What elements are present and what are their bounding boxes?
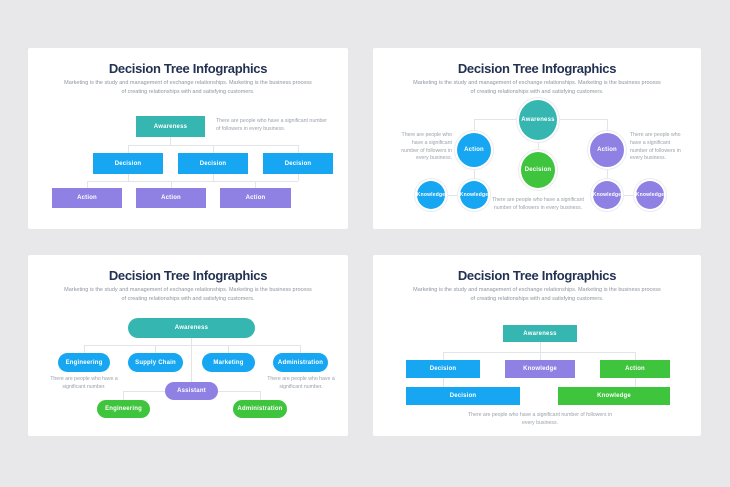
node-decision: Decision [521, 152, 555, 188]
node-action-right: Action [590, 133, 624, 167]
node-action-1: Action [52, 188, 122, 208]
slide-4-card[interactable]: Decision Tree Infographics Marketing is … [373, 255, 701, 436]
connector-line [87, 181, 88, 188]
connector-line [300, 345, 301, 353]
connector-line [128, 174, 129, 181]
connector-line [128, 145, 129, 153]
connector-line [474, 119, 475, 133]
connector-line [444, 195, 461, 196]
connector-line [123, 391, 124, 400]
note-text: There are people who have a significant … [630, 132, 681, 162]
slide-subtitle: Marketing is the study and management of… [64, 80, 312, 95]
note-text: There are people who have a significant … [50, 376, 118, 390]
connector-line [635, 352, 636, 360]
connector-line [298, 174, 299, 181]
slide-title: Decision Tree Infographics [108, 61, 268, 76]
connector-line [171, 181, 172, 188]
connector-line [298, 145, 299, 153]
node-knowledge-wide: Knowledge [558, 387, 670, 405]
node-awareness: Awareness [503, 325, 577, 342]
note-text: There are people who have a significant … [492, 197, 584, 211]
slide-title: Decision Tree Infographics [108, 268, 268, 283]
slide-1-card[interactable]: Decision Tree Infographics Marketing is … [28, 48, 348, 229]
slide-title: Decision Tree Infographics [457, 268, 617, 283]
node-knowledge-left-1: Knowledge [417, 181, 445, 209]
slide-subtitle: Marketing is the study and management of… [413, 287, 661, 302]
connector-line [607, 119, 608, 133]
note-text: There are people who have a significant … [401, 132, 452, 162]
connector-line [443, 378, 444, 387]
node-knowledge: Knowledge [505, 360, 575, 378]
connector-line [260, 391, 261, 400]
connector-line [540, 352, 541, 360]
node-knowledge-right-2: Knowledge [636, 181, 664, 209]
connector-line [155, 345, 156, 353]
connector-line [84, 345, 85, 353]
connector-line [170, 137, 171, 145]
node-decision-3: Decision [263, 153, 333, 174]
note-text: There are people who have a significant … [267, 376, 335, 390]
connector-line [443, 352, 635, 353]
connector-line [255, 181, 256, 188]
node-administration-green: Administration [233, 400, 287, 418]
slide-subtitle: Marketing is the study and management of… [64, 287, 312, 302]
node-awareness: Awareness [519, 100, 557, 140]
node-decision-2: Decision [178, 153, 248, 174]
node-engineering-green: Engineering [97, 400, 150, 418]
node-knowledge-right-1: Knowledge [593, 181, 621, 209]
connector-line [213, 174, 214, 181]
connector-line [191, 338, 192, 345]
node-action-3: Action [220, 188, 291, 208]
node-decision: Decision [406, 360, 480, 378]
connector-line [218, 391, 260, 392]
node-supply-chain: Supply Chain [128, 353, 183, 372]
slide-3-card[interactable]: Decision Tree Infographics Marketing is … [28, 255, 348, 436]
slide-2-card[interactable]: Decision Tree Infographics Marketing is … [373, 48, 701, 229]
connector-line [540, 342, 541, 352]
connector-line [191, 345, 192, 382]
note-text: There are people who have a significant … [467, 412, 613, 426]
node-action: Action [600, 360, 670, 378]
node-awareness: Awareness [136, 116, 205, 137]
connector-line [213, 145, 214, 153]
connector-line [538, 138, 539, 153]
connector-line [635, 378, 636, 387]
slide-subtitle: Marketing is the study and management of… [413, 80, 661, 95]
node-administration: Administration [273, 353, 328, 372]
connector-line [443, 352, 444, 360]
connector-line [228, 345, 229, 353]
note-text: There are people who have a significant … [216, 118, 328, 132]
node-action-2: Action [136, 188, 206, 208]
node-marketing: Marketing [202, 353, 255, 372]
connector-line [620, 195, 637, 196]
connector-line [87, 181, 298, 182]
connector-line [123, 391, 165, 392]
node-decision-wide: Decision [406, 387, 520, 405]
node-engineering: Engineering [58, 353, 110, 372]
node-decision-1: Decision [93, 153, 163, 174]
node-action-left: Action [457, 133, 491, 167]
node-awareness: Awareness [128, 318, 255, 338]
node-assistant: Assistant [165, 382, 218, 400]
connector-line [84, 345, 300, 346]
connector-line [607, 165, 608, 182]
connector-line [474, 165, 475, 182]
slide-title: Decision Tree Infographics [457, 61, 617, 76]
node-knowledge-left-2: Knowledge [460, 181, 488, 209]
